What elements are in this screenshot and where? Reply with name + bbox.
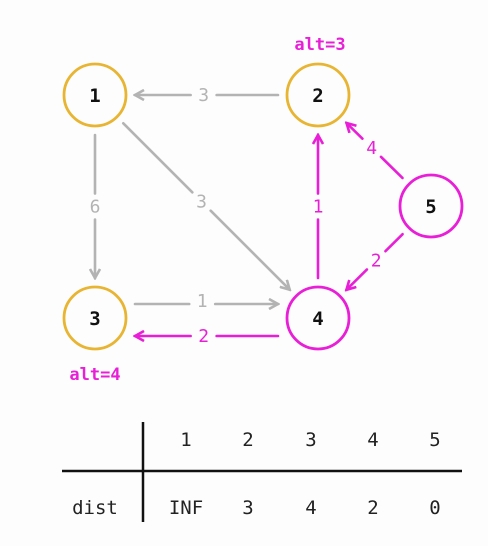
nodes: 1 2 3 4 5: [62, 62, 464, 351]
table-header-cell: 5: [429, 429, 440, 451]
node-1: 1: [62, 62, 128, 128]
table-header-cell: 1: [180, 429, 191, 451]
edge-weight: 6: [90, 197, 101, 218]
table-value-cell: 3: [242, 497, 253, 519]
edge-5-4: 2: [346, 232, 404, 290]
node-5: 5: [398, 173, 464, 239]
edge-line: [384, 232, 404, 253]
node-4: 4: [285, 285, 351, 351]
edge-arrow: [346, 268, 369, 289]
distance-table: dist 1 2 3 4 5 INF 3 4 2 0: [62, 422, 462, 522]
node-circle: [62, 285, 128, 351]
edge-4-3: 2: [135, 326, 280, 347]
node-circle: [285, 62, 351, 128]
table-header-row: 1 2 3 4 5: [180, 429, 440, 451]
edge-weight: 3: [196, 192, 207, 213]
edge-2-1: 3: [135, 85, 280, 106]
edge-weight: 3: [198, 85, 209, 106]
node-label: 5: [425, 196, 436, 218]
table-value-cell: 2: [367, 497, 378, 519]
edge-arrow: [347, 123, 364, 140]
edge-weight: 1: [313, 197, 324, 218]
table-value-cell: 4: [305, 497, 316, 519]
edge-1-3: 6: [90, 133, 101, 278]
node-3: 3: [62, 285, 128, 351]
edge-4-2: 1: [313, 135, 324, 280]
edge-weight: 4: [366, 138, 377, 159]
alt-annotation: alt=3: [294, 35, 345, 55]
edge-5-2: 4: [347, 123, 404, 180]
edges: 3 6 3 1 2 1 4 2: [90, 85, 404, 347]
node-label: 1: [89, 85, 100, 107]
edge-weight: 2: [198, 326, 209, 347]
node-2: 2: [285, 62, 351, 128]
node-label: 3: [89, 308, 100, 330]
edge-3-4: 1: [133, 291, 278, 312]
table-header-cell: 2: [242, 429, 253, 451]
table-header-cell: 3: [305, 429, 316, 451]
edge-weight: 2: [371, 250, 382, 271]
table-value-row: INF 3 4 2 0: [169, 497, 441, 519]
edge-line: [121, 121, 194, 194]
node-label: 2: [312, 85, 323, 107]
node-circle: [398, 173, 464, 239]
table-header-cell: 4: [367, 429, 378, 451]
table-value-cell: 0: [429, 497, 440, 519]
node-label: 4: [312, 308, 323, 330]
table-row-label: dist: [72, 497, 118, 519]
edge-arrow: [209, 209, 290, 290]
alt-annotation: alt=4: [69, 365, 120, 385]
edge-weight: 1: [197, 291, 208, 312]
alt-annotations: alt=3 alt=4: [69, 35, 345, 385]
node-circle: [285, 285, 351, 351]
node-circle: [62, 62, 128, 128]
table-value-cell: INF: [169, 497, 203, 519]
edge-1-4: 3: [121, 121, 290, 290]
edge-line: [379, 155, 404, 180]
